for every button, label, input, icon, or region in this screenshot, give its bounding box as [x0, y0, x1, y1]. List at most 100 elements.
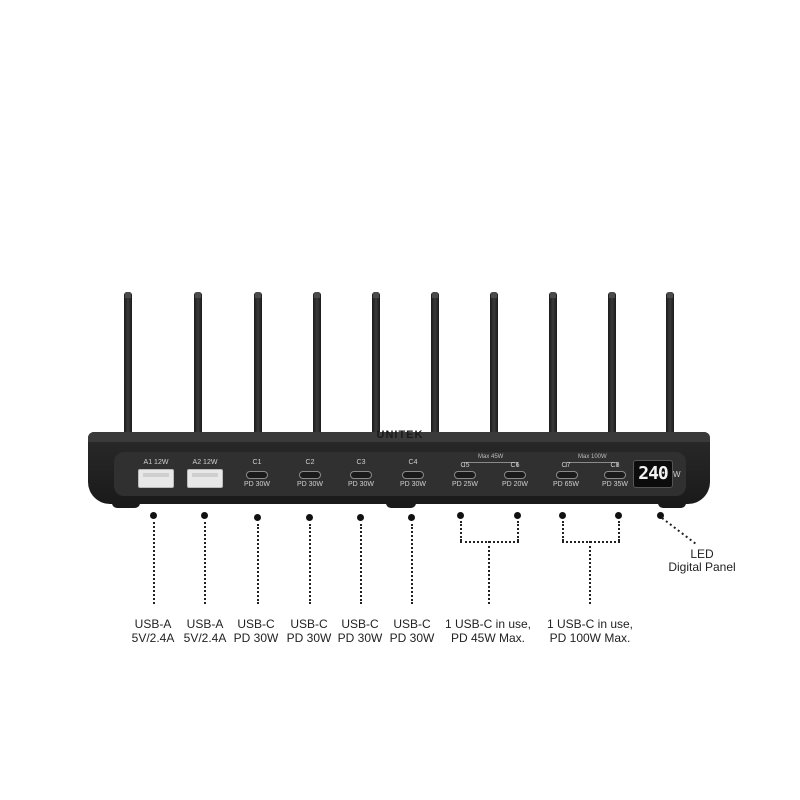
callout-line2: PD 30W — [233, 631, 279, 645]
device-divider — [124, 292, 132, 440]
group-bracket — [464, 462, 518, 467]
callout-line1: USB-C — [237, 617, 275, 631]
callout-label: USB-C PD 30W — [228, 617, 284, 645]
callout-line2: PD 30W — [286, 631, 332, 645]
port-rating: PD 30W — [399, 481, 427, 488]
led-callout-label: LED Digital Panel — [662, 548, 742, 574]
callout-line2: PD 30W — [337, 631, 383, 645]
callout-label: USB-A 5V/2.4A — [175, 617, 235, 645]
port-rating: PD 30W — [243, 481, 271, 488]
usb-c-port — [556, 471, 578, 479]
port-rating: PD 30W — [347, 481, 375, 488]
callout-line1: 1 USB-C in use, — [546, 617, 634, 631]
port-rating: PD 65W — [552, 481, 580, 488]
callout-dot — [150, 512, 157, 519]
callout-label: USB-A 5V/2.4A — [123, 617, 183, 645]
callout-line — [618, 521, 620, 541]
callout-label: USB-C PD 30W — [332, 617, 388, 645]
callout-line2: PD 100W Max. — [549, 631, 631, 645]
led-callout-line2: Digital Panel — [668, 560, 736, 574]
callout-dot — [201, 512, 208, 519]
usb-a-port — [187, 469, 223, 488]
callout-line1: USB-A — [186, 617, 224, 631]
callout-dot — [559, 512, 566, 519]
callout-dot — [657, 512, 664, 519]
callout-line — [488, 541, 490, 604]
base-foot — [112, 500, 140, 508]
callout-dot — [357, 514, 364, 521]
callout-dot — [457, 512, 464, 519]
port-label: C4 — [408, 459, 418, 466]
port-label: C2 — [305, 459, 315, 466]
port-label: C8 — [610, 462, 620, 469]
led-callout-line1: LED — [690, 547, 714, 561]
device-divider — [490, 292, 498, 440]
usb-c-port — [350, 471, 372, 479]
brand-logo: UNITEK — [376, 429, 424, 441]
callout-line1: USB-A — [134, 617, 172, 631]
callout-dot — [254, 514, 261, 521]
device-divider — [608, 292, 616, 440]
display-unit: W — [673, 470, 681, 479]
callout-label: USB-C PD 30W — [384, 617, 440, 645]
callout-line — [460, 521, 462, 541]
callout-label: 1 USB-C in use, PD 45W Max. — [440, 617, 536, 645]
usb-c-port — [299, 471, 321, 479]
device-divider — [666, 292, 674, 440]
port-rating: PD 30W — [296, 481, 324, 488]
port-label: C1 — [252, 459, 262, 466]
usb-c-port — [454, 471, 476, 479]
callout-label: USB-C PD 30W — [281, 617, 337, 645]
callout-line2: PD 30W — [389, 631, 435, 645]
port-label: C7 — [561, 462, 571, 469]
callout-line2: PD 45W Max. — [450, 631, 525, 645]
base-top-edge — [88, 432, 710, 442]
callout-line1: USB-C — [290, 617, 328, 631]
port-label: C3 — [356, 459, 366, 466]
callout-line2: 5V/2.4A — [183, 631, 227, 645]
device-divider — [313, 292, 321, 440]
device-divider — [431, 292, 439, 440]
group-label: Max 100W — [578, 454, 607, 460]
callout-dot — [306, 514, 313, 521]
usb-c-port — [402, 471, 424, 479]
led-display: 240 — [633, 460, 673, 488]
group-bracket — [566, 462, 618, 467]
device-divider — [254, 292, 262, 440]
usb-a-port — [138, 469, 174, 488]
callout-line — [562, 521, 564, 541]
callout-line — [589, 541, 591, 604]
port-label: A2 12W — [192, 459, 218, 466]
device-divider — [549, 292, 557, 440]
port-label: C6 — [510, 462, 520, 469]
device-divider — [372, 292, 380, 440]
callout-dot — [408, 514, 415, 521]
port-rating: PD 35W — [601, 481, 629, 488]
callout-dot — [615, 512, 622, 519]
callout-line — [153, 522, 155, 604]
callout-line — [360, 524, 362, 604]
callout-line — [257, 524, 259, 604]
group-label: Max 45W — [478, 454, 504, 460]
callout-line — [204, 522, 206, 604]
port-rating: PD 25W — [451, 481, 479, 488]
callout-line — [309, 524, 311, 604]
usb-c-port — [246, 471, 268, 479]
callout-line — [661, 517, 697, 545]
callout-line1: USB-C — [393, 617, 431, 631]
callout-line — [411, 524, 413, 604]
device-divider — [194, 292, 202, 440]
callout-line — [517, 521, 519, 541]
base-foot — [386, 500, 416, 508]
callout-line1: 1 USB-C in use, — [444, 617, 532, 631]
usb-c-port — [504, 471, 526, 479]
port-rating: PD 20W — [501, 481, 529, 488]
callout-label: 1 USB-C in use, PD 100W Max. — [540, 617, 640, 645]
port-label: A1 12W — [143, 459, 169, 466]
callout-line2: 5V/2.4A — [131, 631, 175, 645]
callout-dot — [514, 512, 521, 519]
port-label: C5 — [460, 462, 470, 469]
base-foot — [658, 500, 686, 508]
usb-c-port — [604, 471, 626, 479]
